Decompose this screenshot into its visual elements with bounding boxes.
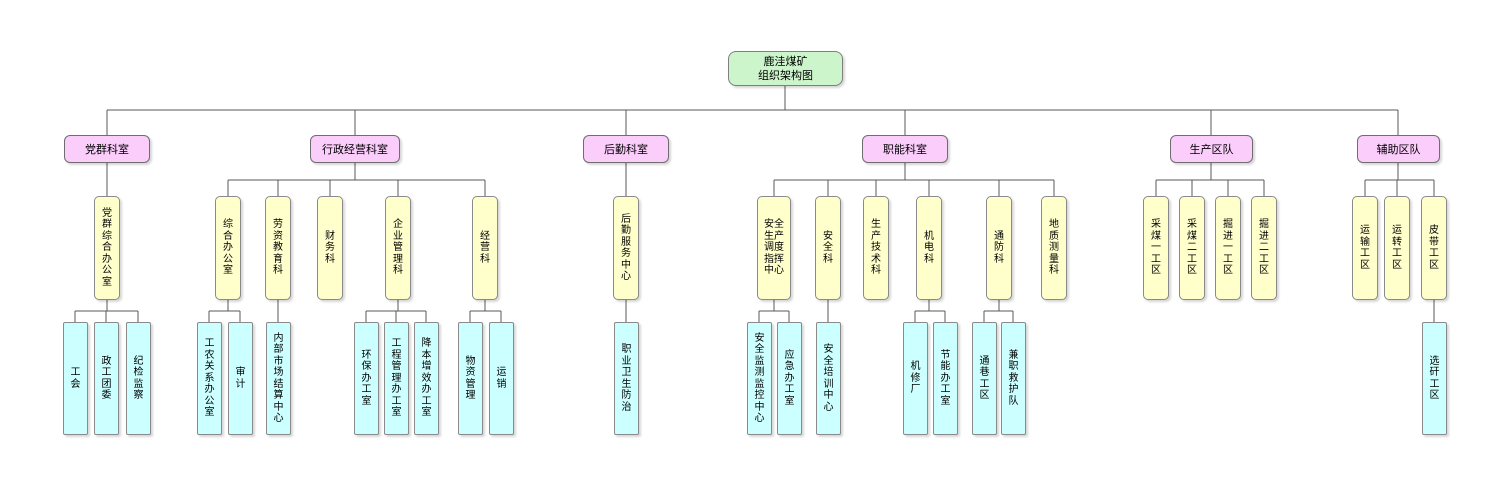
dept-belt-area: 皮带工区 bbox=[1421, 196, 1447, 300]
sub-gangue-selection-area: 选矸工区 bbox=[1422, 322, 1447, 435]
branch-production-teams: 生产区队 bbox=[1170, 135, 1253, 163]
dept-operation-area: 运转工区 bbox=[1384, 196, 1410, 300]
dept-excavation-area-1: 掘进一工区 bbox=[1215, 196, 1241, 300]
dept-production-tech: 生产技术科 bbox=[863, 196, 889, 300]
dept-labor-education: 劳资教育科 bbox=[265, 196, 291, 300]
sub-energy-saving-office: 节能办工室 bbox=[933, 322, 958, 435]
dept-general-office: 综合办公室 bbox=[215, 196, 241, 300]
dept-finance: 财务科 bbox=[317, 196, 343, 300]
sub-transport-sales: 运销 bbox=[489, 322, 514, 435]
root-title-box: 鹿洼煤矿 组织架构图 bbox=[728, 51, 843, 86]
sub-safety-monitoring-center: 安全监测监控中心 bbox=[747, 322, 772, 435]
dept-safety: 安全科 bbox=[815, 196, 841, 300]
dept-excavation-area-2: 掘进二工区 bbox=[1251, 196, 1277, 300]
branch-functional: 职能科室 bbox=[862, 135, 948, 163]
dept-mechanical-electrical: 机电科 bbox=[916, 196, 942, 300]
branch-party-masses: 党群科室 bbox=[64, 135, 150, 163]
dept-transport-area: 运输工区 bbox=[1352, 196, 1378, 300]
dept-party-masses-office: 党群综合办公室 bbox=[94, 196, 120, 300]
sub-worker-farmer-relations-office: 工农关系办公室 bbox=[197, 322, 222, 435]
dept-enterprise-management: 企业管理科 bbox=[385, 196, 411, 300]
sub-internal-market-settlement-center: 内部市场结算中心 bbox=[266, 322, 291, 435]
sub-emergency-office: 应急办工室 bbox=[777, 322, 802, 435]
sub-ventilation-tunnel-area: 通巷工区 bbox=[972, 322, 997, 435]
sub-occupational-health: 职业卫生防治 bbox=[614, 322, 639, 435]
sub-environmental-office: 环保办工室 bbox=[354, 322, 379, 435]
sub-labor-union: 工会 bbox=[63, 322, 88, 435]
sub-discipline-inspection: 纪检监察 bbox=[126, 322, 151, 435]
branch-auxiliary-teams: 辅助区队 bbox=[1357, 135, 1440, 163]
sub-machine-repair-plant: 机修厂 bbox=[903, 322, 928, 435]
dept-coal-mining-area-2: 采煤二工区 bbox=[1179, 196, 1205, 300]
dept-coal-mining-area-1: 采煤一工区 bbox=[1143, 196, 1169, 300]
dept-safety-dispatch-center: 安全生产调度指挥中心 bbox=[757, 196, 791, 300]
dept-geological-survey: 地质测量科 bbox=[1041, 196, 1067, 300]
root-title-line2: 组织架构图 bbox=[758, 68, 813, 82]
branch-admin-operations: 行政经营科室 bbox=[310, 135, 400, 163]
sub-material-management: 物资管理 bbox=[458, 322, 483, 435]
root-title-line1: 鹿洼煤矿 bbox=[763, 54, 808, 68]
sub-political-youth-league: 政工团委 bbox=[94, 322, 119, 435]
sub-safety-training-center: 安全培训中心 bbox=[816, 322, 841, 435]
sub-parttime-rescue-team: 兼职救护队 bbox=[1001, 322, 1026, 435]
dept-operations: 经营科 bbox=[472, 196, 498, 300]
sub-engineering-management-office: 工程管理办工室 bbox=[384, 322, 409, 435]
sub-cost-reduction-office: 降本增效办工室 bbox=[414, 322, 439, 435]
dept-ventilation: 通防科 bbox=[986, 196, 1012, 300]
sub-audit: 审计 bbox=[228, 322, 253, 435]
dept-logistics-service-center: 后勤服务中心 bbox=[613, 196, 639, 300]
branch-logistics: 后勤科室 bbox=[583, 135, 669, 163]
